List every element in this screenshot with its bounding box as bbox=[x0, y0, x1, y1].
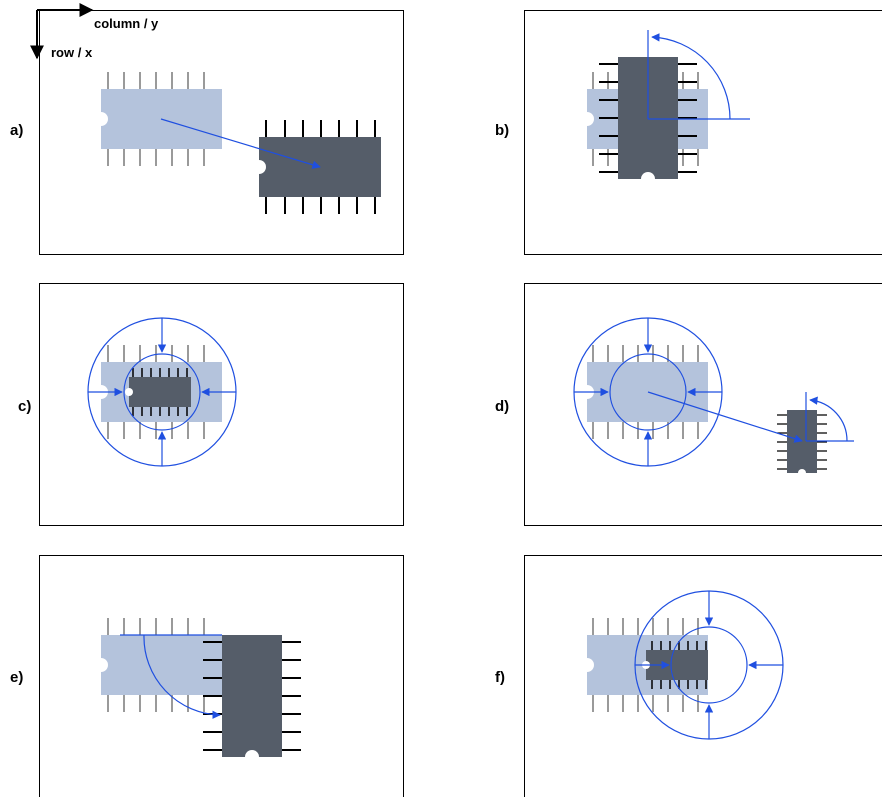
panel-e-frame bbox=[39, 555, 404, 797]
template-chip bbox=[94, 72, 222, 166]
panel-a-label: a) bbox=[10, 122, 23, 139]
panel-c-frame bbox=[39, 283, 404, 526]
panel-e-label: e) bbox=[10, 669, 23, 686]
panel-d-label: d) bbox=[495, 398, 509, 415]
found-chip bbox=[777, 410, 827, 477]
panel-e-diagram bbox=[94, 618, 301, 764]
found-chip bbox=[203, 635, 301, 764]
found-chip bbox=[252, 120, 381, 214]
panel-b-label: b) bbox=[495, 122, 509, 139]
rotation-indicator bbox=[647, 30, 750, 120]
scale-up-indicator bbox=[634, 590, 784, 740]
panel-c-label: c) bbox=[18, 398, 31, 415]
scale-down-indicator bbox=[87, 317, 237, 467]
panel-f-frame bbox=[524, 555, 882, 797]
found-chip bbox=[125, 368, 191, 416]
panel-b-diagram bbox=[580, 30, 750, 186]
panel-d-diagram bbox=[573, 317, 854, 477]
template-chip bbox=[94, 618, 222, 712]
panel-d-frame bbox=[524, 283, 882, 526]
rotation-indicator bbox=[120, 634, 222, 720]
combined-transform-indicator bbox=[573, 317, 854, 467]
panel-b-frame bbox=[524, 10, 882, 255]
panel-c-diagram bbox=[87, 317, 237, 467]
panel-f-label: f) bbox=[495, 669, 505, 686]
panel-a-diagram bbox=[94, 72, 381, 214]
panel-f-diagram bbox=[580, 590, 784, 740]
axis-indicator: column / y row / x bbox=[30, 3, 159, 60]
column-axis-label: column / y bbox=[94, 16, 159, 31]
translation-arrow bbox=[160, 118, 321, 169]
row-axis-label: row / x bbox=[51, 45, 93, 60]
panel-a-frame bbox=[39, 10, 404, 255]
